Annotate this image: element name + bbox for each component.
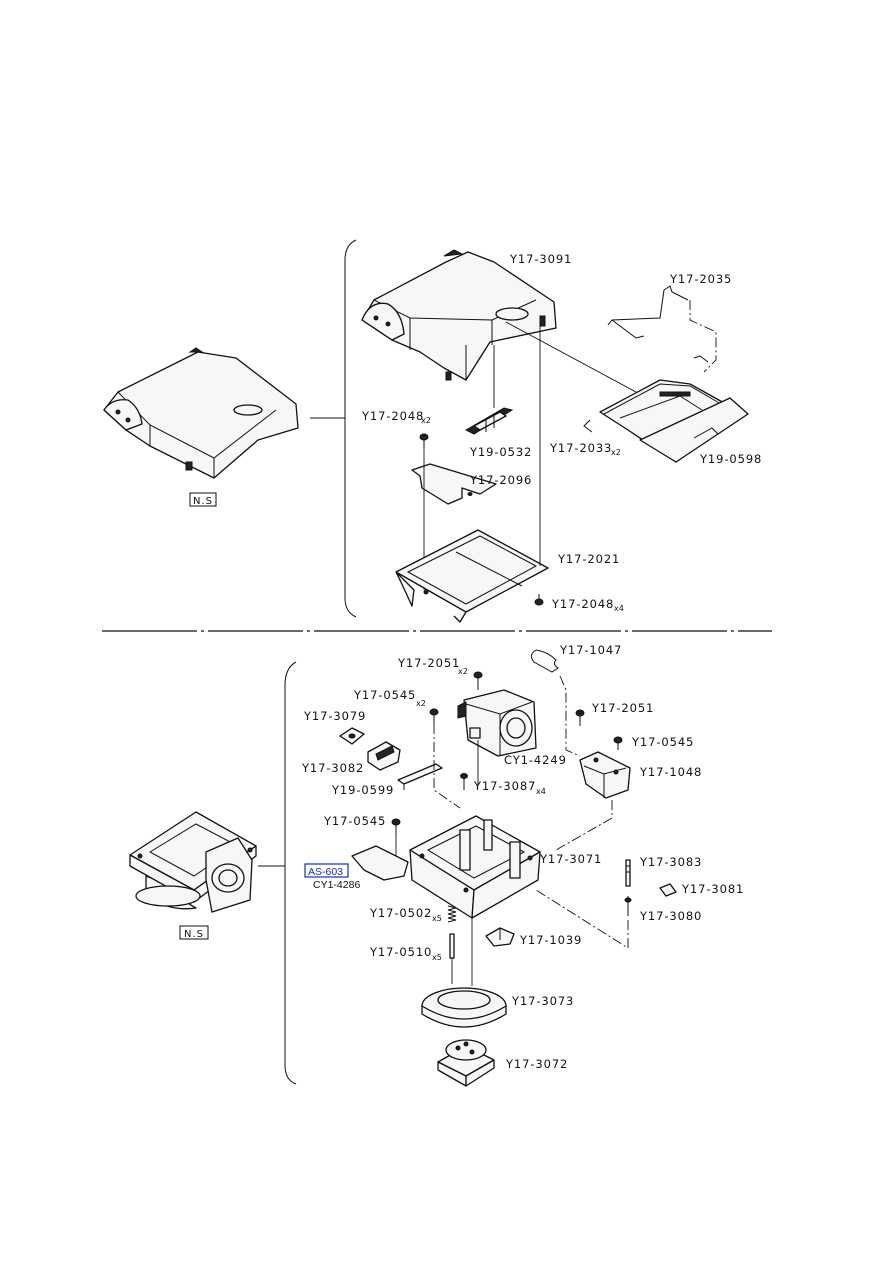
label-y17-3072: Y17-3072 [505, 1057, 568, 1071]
part-y17-2051-a-graphic [473, 671, 483, 690]
label-y17-3083: Y17-3083 [639, 855, 702, 869]
part-y19-0599-graphic [397, 763, 443, 790]
top-section-bracket [344, 239, 357, 618]
label-y17-2051-a: Y17-2051 [397, 656, 460, 670]
top-section: N.S [103, 239, 762, 623]
label-y17-2033-qty: x2 [611, 448, 621, 457]
label-y17-0545-b: Y17-0545 [631, 735, 694, 749]
label-y17-2048-a: Y17-2048 [361, 409, 424, 423]
bottom-ns-badge-label: N.S [184, 929, 204, 940]
as-603-link[interactable]: AS-603 [308, 866, 343, 878]
part-y17-2048-a-graphic [419, 433, 429, 448]
cy1-4286-label: CY1-4286 [313, 879, 360, 891]
label-y19-0598: Y19-0598 [699, 452, 762, 466]
part-y17-2021-graphic [395, 529, 549, 623]
part-y17-3082-graphic [367, 741, 401, 771]
label-y17-2051-a-qty: x2 [458, 667, 468, 676]
label-y17-2021: Y17-2021 [557, 552, 620, 566]
part-y17-3073-graphic [421, 987, 507, 1028]
label-y17-0545-c: Y17-0545 [323, 814, 386, 828]
part-y19-0532-graphic [464, 407, 514, 435]
part-y17-0510-graphic [449, 933, 455, 959]
label-y17-2035: Y17-2035 [669, 272, 732, 286]
part-y17-3071-graphic [409, 815, 541, 919]
label-y17-1039: Y17-1039 [519, 933, 582, 947]
part-y17-3072-graphic [437, 1039, 495, 1087]
label-y17-0502: Y17-0502 [369, 906, 432, 920]
label-y17-2048-a-qty: x2 [421, 416, 431, 425]
label-y17-0510-qty: x5 [432, 953, 442, 962]
label-y17-3071: Y17-3071 [539, 852, 602, 866]
mirror-box-overview [129, 811, 257, 913]
label-y17-0502-qty: x5 [432, 914, 442, 923]
part-y17-3087-graphic [460, 773, 468, 790]
label-y19-0532: Y19-0532 [469, 445, 532, 459]
label-y19-0599: Y19-0599 [331, 783, 394, 797]
label-y17-3082: Y17-3082 [301, 761, 364, 775]
label-cy1-4249: CY1-4249 [504, 753, 567, 767]
part-y17-3079-graphic [339, 727, 365, 745]
label-y17-3081: Y17-3081 [681, 882, 744, 896]
label-y17-2051-b: Y17-2051 [591, 701, 654, 715]
part-y17-2096-graphic [411, 463, 497, 505]
part-as-603-graphic [351, 845, 409, 881]
part-y17-2035-graphic [607, 285, 689, 339]
top-cover-overview [103, 347, 299, 479]
part-y17-3083-graphic [625, 859, 631, 887]
part-y17-2051-b-graphic [575, 709, 585, 726]
part-cy1-4249-graphic [457, 689, 537, 757]
part-y17-1048-graphic [579, 751, 631, 799]
label-y17-0510: Y17-0510 [369, 945, 432, 959]
label-y17-3087-qty: x4 [536, 787, 546, 796]
label-y17-3073: Y17-3073 [511, 994, 574, 1008]
label-y17-1047: Y17-1047 [559, 643, 622, 657]
label-y17-2048-b-qty: x4 [614, 604, 624, 613]
label-y17-3091: Y17-3091 [509, 252, 572, 266]
part-y17-3080-graphic [624, 896, 632, 916]
label-y17-3087: Y17-3087 [473, 779, 536, 793]
part-y17-0545-c-graphic [391, 818, 401, 834]
part-y17-3091-graphic [361, 249, 557, 381]
label-y17-3079: Y17-3079 [303, 709, 366, 723]
part-y17-0545-a-graphic [429, 708, 439, 724]
part-y17-3081-graphic [659, 883, 677, 897]
label-y17-2048-b: Y17-2048 [551, 597, 614, 611]
label-y17-1048: Y17-1048 [639, 765, 702, 779]
as-603-link-box[interactable] [304, 863, 349, 878]
part-y17-1039-graphic [485, 927, 515, 947]
part-y17-0545-b-graphic [613, 736, 623, 750]
top-ns-badge-label: N.S [193, 496, 213, 507]
part-y17-1047-graphic [530, 649, 559, 673]
label-y17-3080: Y17-3080 [639, 909, 702, 923]
part-y17-0502-graphic [447, 905, 457, 923]
bottom-ns-badge [179, 925, 209, 940]
label-y17-2033: Y17-2033 [549, 441, 612, 455]
bottom-section: N.S [129, 643, 744, 1087]
label-y17-0545-a-qty: x2 [416, 699, 426, 708]
top-ns-badge [189, 492, 217, 507]
part-y17-2048-b-graphic [534, 594, 544, 606]
label-y17-0545-a: Y17-0545 [353, 688, 416, 702]
label-y17-2096: Y17-2096 [469, 473, 532, 487]
bottom-section-bracket [284, 661, 297, 1085]
part-y19-0598-graphic [583, 379, 749, 463]
